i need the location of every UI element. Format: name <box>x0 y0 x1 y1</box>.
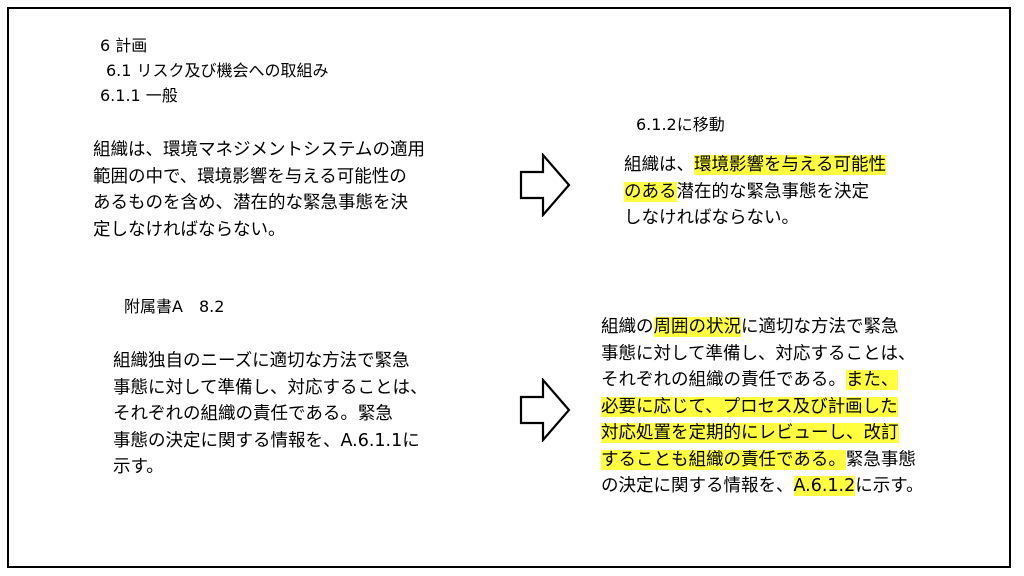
highlighted-text: 環境影響を与える可能性 <box>694 155 886 175</box>
text-line: 組織は、環境影響を与える可能性 <box>624 152 886 179</box>
highlighted-text: また、 <box>845 370 899 390</box>
text-line: それぞれの組織の責任である。緊急 <box>113 404 393 424</box>
plain-text: 緊急事態 <box>845 449 916 470</box>
text-line: 事態に対して準備し、対応することは、 <box>113 377 428 398</box>
text-line: 対応処置を定期的にレビューし、改訂 <box>601 420 924 447</box>
left-paragraph-annex: 組織独自のニーズに適切な方法で緊急 事態に対して準備し、対応することは、 それぞ… <box>113 348 427 481</box>
text-line: 組織独自のニーズに適切な方法で緊急 <box>113 351 410 371</box>
text-line: 範囲の中で、環境影響を与える可能性の <box>93 166 407 187</box>
highlighted-text: 必要に応じて、プロセス及び計画した <box>601 396 898 417</box>
right-paragraph-revised: 組織の周囲の状況に適切な方法で緊急 事態に対して準備し、対応することは、 それぞ… <box>601 314 924 500</box>
text-line: 事態の決定に関する情報を、A.6.1.1に <box>113 430 420 451</box>
text-line: 組織は、環境マネジメントシステムの適用 <box>93 140 425 160</box>
right-arrow-outline-icon <box>519 153 571 217</box>
moved-to-heading: 6.1.2に移動 <box>636 115 725 134</box>
highlighted-text: することも組織の責任である。 <box>601 449 846 470</box>
plain-text: 組織は、 <box>624 155 694 175</box>
annex-heading: 附属書A 8.2 <box>124 297 225 316</box>
section-heading-6: 6 計画 <box>100 36 148 55</box>
highlighted-text: 周囲の状況 <box>653 317 741 337</box>
text-line: それぞれの組織の責任である。また、 <box>601 367 924 394</box>
highlighted-text: のある <box>624 181 677 202</box>
right-paragraph-moved: 組織は、環境影響を与える可能性 のある潜在的な緊急事態を決定 しなければならない… <box>624 152 886 232</box>
left-paragraph-original: 組織は、環境マネジメントシステムの適用 範囲の中で、環境影響を与える可能性の あ… <box>93 137 425 243</box>
right-arrow-outline-icon <box>519 378 571 442</box>
text-line: 組織の周囲の状況に適切な方法で緊急 <box>601 314 924 341</box>
plain-text: 潜在的な緊急事態を決定 <box>676 181 870 202</box>
plain-text: に適切な方法で緊急 <box>741 317 899 337</box>
plain-text: 組織の <box>601 317 654 337</box>
text-line: あるものを含め、潜在的な緊急事態を決 <box>93 193 408 213</box>
highlighted-text: A.6.1.2 <box>793 476 856 496</box>
plain-text: に示す。 <box>855 476 924 496</box>
text-line: 必要に応じて、プロセス及び計画した <box>601 394 924 421</box>
text-line: の決定に関する情報を、A.6.1.2に示す。 <box>601 473 924 500</box>
section-heading-6-1-1: 6.1.1 一般 <box>100 86 178 105</box>
plain-text: の決定に関する情報を、 <box>601 476 794 496</box>
text-line: することも組織の責任である。緊急事態 <box>601 447 924 474</box>
text-line: 示す。 <box>113 457 164 477</box>
text-line: 定しなければならない。 <box>93 219 286 240</box>
section-heading-6-1: 6.1 リスク及び機会への取組み <box>106 61 329 80</box>
slide-frame <box>7 7 1011 568</box>
highlighted-text: 対応処置を定期的にレビューし、改訂 <box>601 423 899 443</box>
text-line: しなければならない。 <box>624 208 799 228</box>
text-line: のある潜在的な緊急事態を決定 <box>624 179 886 206</box>
plain-text: それぞれの組織の責任である。 <box>601 370 846 390</box>
text-line: 事態に対して準備し、対応することは、 <box>601 343 916 364</box>
